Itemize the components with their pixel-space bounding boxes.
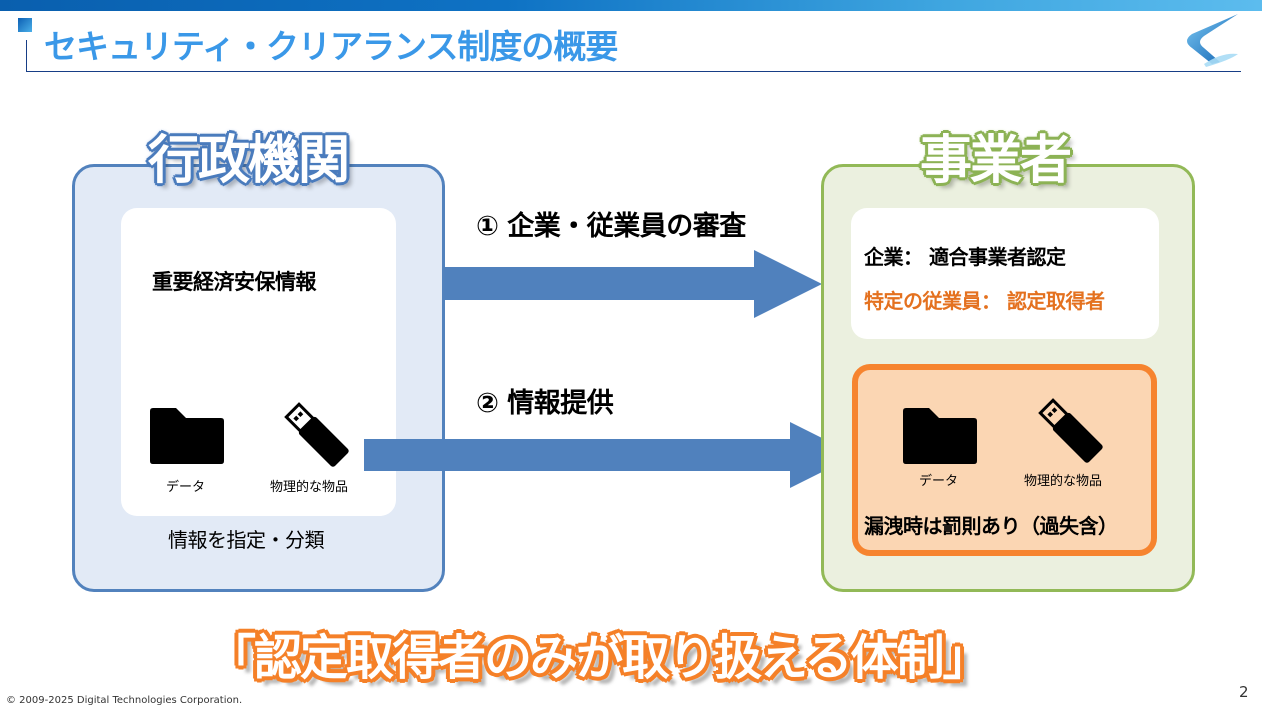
title-marker (18, 18, 32, 32)
copyright-text: © 2009-2025 Digital Technologies Corpora… (6, 695, 243, 706)
penalty-text: 漏洩時は罰則あり（過失含） (864, 514, 1118, 538)
business-item-label: 物理的な物品 (1024, 474, 1103, 489)
conclusion-banner: 「認定取得者のみが取り扱える体制」 (208, 630, 991, 686)
employee-certification-text: 特定の従業員： 認定取得者 (864, 289, 1105, 313)
government-footer-text: 情報を指定・分類 (168, 528, 325, 552)
usb-drive-icon (1038, 398, 1103, 463)
business-certification-card (851, 208, 1159, 339)
arrow-right-icon (364, 422, 856, 488)
usb-drive-icon (284, 402, 349, 467)
company-certification-text: 企業： 適合事業者認定 (864, 245, 1066, 269)
business-heading: 事業者 (920, 131, 1072, 191)
flow-label-screening: ① 企業・従業員の審査 (476, 211, 746, 242)
top-accent-bar (0, 0, 1262, 11)
government-item-label: 物理的な物品 (270, 480, 349, 495)
folder-icon (903, 408, 977, 464)
business-item-label: データ (919, 474, 959, 489)
government-item-label: データ (166, 480, 206, 495)
government-info-title: 重要経済安保情報 (152, 270, 317, 294)
flow-label-info-provision: ② 情報提供 (476, 388, 614, 419)
folder-icon (150, 408, 224, 464)
title-divider-vertical (26, 40, 27, 72)
title-divider (26, 71, 1241, 72)
government-info-card (121, 208, 396, 516)
slide-title: セキュリティ・クリアランス制度の概要 (44, 27, 618, 66)
company-logo-icon (1187, 14, 1238, 67)
page-number: 2 (1239, 683, 1249, 701)
protected-info-box (852, 364, 1157, 556)
arrow-right-icon (444, 250, 822, 318)
government-heading: 行政機関 (148, 131, 350, 191)
